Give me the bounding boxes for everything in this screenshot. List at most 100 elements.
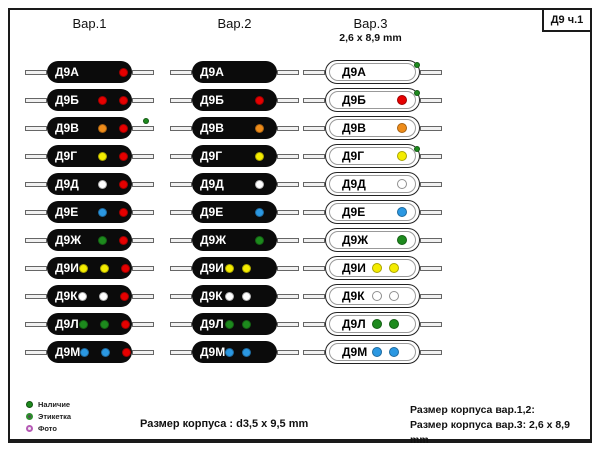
lead-wire-right (132, 153, 154, 159)
lead-wire-right (277, 321, 299, 327)
lead-wire-right (277, 125, 299, 131)
diode-row: Д9Л Д9Л Д9Л (10, 310, 590, 338)
lead-wire-right (132, 181, 154, 187)
diagram-frame: Д9 ч.1 Вар.1 Вар.2 Вар.3 2,6 x 8,9 mm Д9… (8, 8, 592, 446)
diode-type-label: Д9Л (200, 317, 224, 331)
diode-type-label: Д9Б (200, 93, 224, 107)
lead-wire-left (170, 265, 192, 271)
yellow-marking-dot (255, 151, 264, 161)
footer-case-size-label: Размер корпуса : d3,5 x 9,5 mm (140, 418, 309, 430)
legend-green-ring-icon (26, 412, 33, 420)
variant1-diode: Д9М (25, 338, 154, 366)
variant1-diode: Д9В (25, 114, 154, 142)
column-header-var1: Вар.1 (72, 16, 107, 31)
yellow-marking-dot (78, 263, 88, 273)
diode-type-label: Д9К (55, 289, 78, 303)
variant2-diode: Д9В (170, 114, 299, 142)
diode-body: Д9Ж (47, 229, 132, 251)
marking-dots (372, 347, 419, 357)
lead-wire-right (132, 237, 154, 243)
lead-wire-right (420, 349, 442, 355)
diode-body: Д9Б (47, 89, 132, 111)
diode-body: Д9Л (325, 312, 420, 336)
diode-body: Д9К (325, 284, 420, 308)
diode-type-label: Д9Ж (200, 233, 227, 247)
diode-body: Д9А (325, 60, 420, 84)
variant2-diode: Д9Л (170, 310, 299, 338)
orange-marking-dot (98, 123, 107, 133)
availability-indicator-dot (414, 62, 420, 68)
green-marking-dot (397, 235, 407, 245)
diode-type-label: Д9Д (200, 177, 224, 191)
lead-wire-right (132, 321, 154, 327)
legend-label: Наличие (38, 399, 71, 409)
diode-body: Д9М (47, 341, 132, 363)
lead-wire-left (303, 265, 325, 271)
green-marking-dot (255, 235, 264, 245)
variant1-diode: Д9И (25, 254, 154, 282)
marking-dots (77, 291, 133, 301)
red-marking-dot (119, 235, 128, 245)
green-marking-dot (98, 235, 107, 245)
column-header-var2: Вар.2 (217, 16, 252, 31)
marking-dots (397, 123, 419, 133)
lead-wire-right (277, 349, 299, 355)
variant3-diode: Д9Б (303, 86, 442, 114)
yellow-marking-dot (98, 151, 107, 161)
lead-wire-left (25, 349, 47, 355)
lead-wire-left (25, 321, 47, 327)
red-marking-dot (120, 263, 130, 273)
lead-wire-right (420, 321, 442, 327)
white-marking-dot (98, 179, 107, 189)
footer-case-size-var3: Размер корпуса вар.3: 2,6 x 8,9 mm (410, 419, 570, 446)
variant3-diode: Д9Д (303, 170, 442, 198)
availability-indicator-dot (143, 118, 149, 124)
red-marking-dot (119, 179, 128, 189)
marking-dots (255, 179, 277, 189)
diode-body: Д9М (192, 341, 277, 363)
marking-dots (225, 319, 277, 329)
lead-wire-left (25, 237, 47, 243)
marking-dots (78, 263, 134, 273)
lead-wire-left (303, 349, 325, 355)
marking-dots (372, 291, 419, 301)
variant3-diode: Д9Е (303, 198, 442, 226)
variant1-diode: Д9Б (25, 86, 154, 114)
marking-dots (225, 263, 277, 273)
white-marking-dot (389, 291, 399, 301)
lead-wire-right (277, 181, 299, 187)
marking-dots (372, 263, 419, 273)
variant3-diode: Д9М (303, 338, 442, 366)
diode-body: Д9Г (192, 145, 277, 167)
lead-wire-left (303, 237, 325, 243)
lead-wire-right (277, 293, 299, 299)
lead-wire-left (25, 69, 47, 75)
marking-dots (255, 123, 277, 133)
diode-type-label: Д9В (55, 121, 79, 135)
lead-wire-right (132, 265, 154, 271)
diode-type-label: Д9М (55, 345, 81, 359)
diode-body: Д9Ж (325, 228, 420, 252)
diode-type-label: Д9Г (55, 149, 78, 163)
diode-row: Д9М Д9М Д9М (10, 338, 590, 366)
diode-body: Д9Б (192, 89, 277, 111)
lead-wire-left (170, 153, 192, 159)
diode-row: Д9Г Д9Г Д9Г (10, 142, 590, 170)
diode-body: Д9А (47, 61, 132, 83)
yellow-marking-dot (397, 151, 407, 161)
red-marking-dot (397, 95, 407, 105)
lead-wire-left (170, 69, 192, 75)
lead-wire-left (303, 321, 325, 327)
variant2-diode: Д9А (170, 58, 299, 86)
lead-wire-right (277, 237, 299, 243)
green-marking-dot (78, 319, 88, 329)
diode-type-label: Д9Е (200, 205, 224, 219)
variant3-diode: Д9Г (303, 142, 442, 170)
diode-row: Д9Б Д9Б Д9Б (10, 86, 590, 114)
lead-wire-right (420, 125, 442, 131)
diode-row: Д9Д Д9Д Д9Д (10, 170, 590, 198)
legend-item: Этикетка (26, 412, 71, 421)
marking-dots (98, 179, 132, 189)
lead-wire-left (303, 181, 325, 187)
